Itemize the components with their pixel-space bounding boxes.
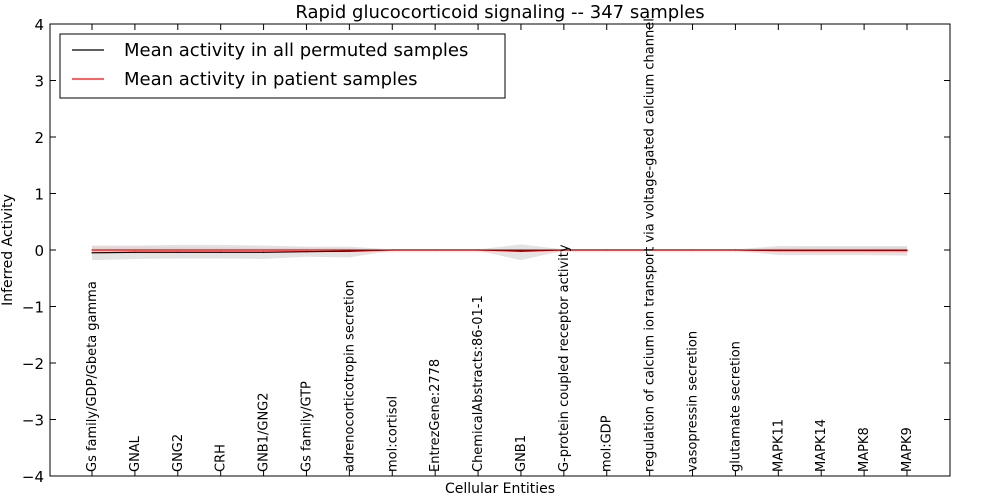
x-tick-label: G-protein coupled receptor activity — [557, 244, 572, 472]
point-series-0-1 — [134, 251, 136, 253]
point-series-0-4 — [262, 251, 265, 253]
x-tick-label: vasopressin secretion — [686, 331, 701, 472]
point-series-1-9 — [477, 249, 479, 251]
point-series-0-0 — [91, 252, 93, 254]
x-tick-label: EntrezGene:2778 — [428, 359, 443, 472]
y-tick-label: 3 — [34, 73, 44, 91]
x-tick-label: MAPK8 — [857, 427, 872, 472]
y-tick-label: 1 — [34, 186, 44, 204]
point-series-0-5 — [305, 251, 308, 253]
point-series-1-0 — [91, 249, 93, 251]
point-series-0-3 — [220, 251, 222, 253]
point-series-1-12 — [606, 249, 608, 251]
point-series-1-1 — [134, 249, 136, 251]
point-series-1-3 — [220, 249, 222, 251]
x-tick-label: GNB1 — [514, 435, 529, 472]
x-tick-label: GNAL — [128, 435, 143, 472]
point-series-1-7 — [391, 249, 393, 251]
x-tick-label: mol:cortisol — [385, 396, 400, 472]
x-tick-label: mol:GDP — [600, 415, 615, 472]
y-axis-label: Inferred Activity — [0, 194, 16, 306]
point-series-0-2 — [177, 251, 179, 253]
x-tick-label: glutamate secretion — [728, 341, 743, 472]
legend: Mean activity in all permuted samples Me… — [59, 33, 506, 99]
y-tick-label: −4 — [22, 468, 44, 486]
legend-label-patient: Mean activity in patient samples — [124, 69, 418, 90]
series-lines — [91, 249, 908, 254]
y-tick-label: 4 — [34, 16, 44, 34]
point-series-1-8 — [434, 249, 436, 251]
point-series-1-14 — [691, 249, 694, 251]
y-tick-label: 0 — [34, 242, 44, 260]
point-series-0-10 — [520, 250, 522, 252]
point-series-1-19 — [906, 249, 908, 251]
legend-box — [59, 33, 506, 99]
x-tick-label: regulation of calcium ion transport via … — [643, 18, 658, 472]
x-tick-label: MAPK9 — [900, 427, 915, 472]
x-tick-label: GNG2 — [171, 434, 186, 472]
point-series-1-17 — [820, 249, 822, 251]
point-series-1-13 — [649, 249, 651, 251]
legend-label-permuted: Mean activity in all permuted samples — [124, 40, 468, 61]
x-tick-label: MAPK14 — [814, 419, 829, 472]
point-series-1-2 — [177, 249, 179, 251]
point-series-1-6 — [348, 249, 350, 251]
y-tick-label: −3 — [22, 412, 44, 430]
point-series-1-4 — [262, 249, 265, 251]
y-tick-label: −2 — [22, 355, 44, 373]
x-tick-label: GNB1/GNG2 — [257, 392, 272, 472]
x-tick-label: Gs family/GDP/Gbeta gamma — [85, 281, 100, 472]
point-series-0-6 — [348, 250, 350, 252]
chart-title: Rapid glucocorticoid signaling -- 347 sa… — [295, 2, 704, 23]
x-tick-label: CRH — [214, 444, 229, 472]
point-series-1-15 — [734, 249, 737, 251]
point-series-1-10 — [520, 249, 522, 251]
y-tick-label: 2 — [34, 129, 44, 147]
x-axis-label: Cellular Entities — [445, 481, 555, 497]
x-tick-label: MAPK11 — [771, 419, 786, 472]
y-axis: 4 3 2 1 0 −1 −2 −3 −4 — [22, 16, 950, 486]
point-series-1-18 — [863, 249, 865, 251]
x-tick-label: adrenocorticotropin secretion — [342, 280, 357, 472]
point-series-1-11 — [563, 249, 565, 251]
x-tick-label: Gs family/GTP — [299, 381, 314, 472]
point-series-1-16 — [777, 249, 779, 251]
point-series-1-5 — [305, 249, 308, 251]
x-tick-label: ChemicalAbstracts:86-01-1 — [471, 295, 486, 472]
y-tick-label: −1 — [22, 299, 44, 317]
